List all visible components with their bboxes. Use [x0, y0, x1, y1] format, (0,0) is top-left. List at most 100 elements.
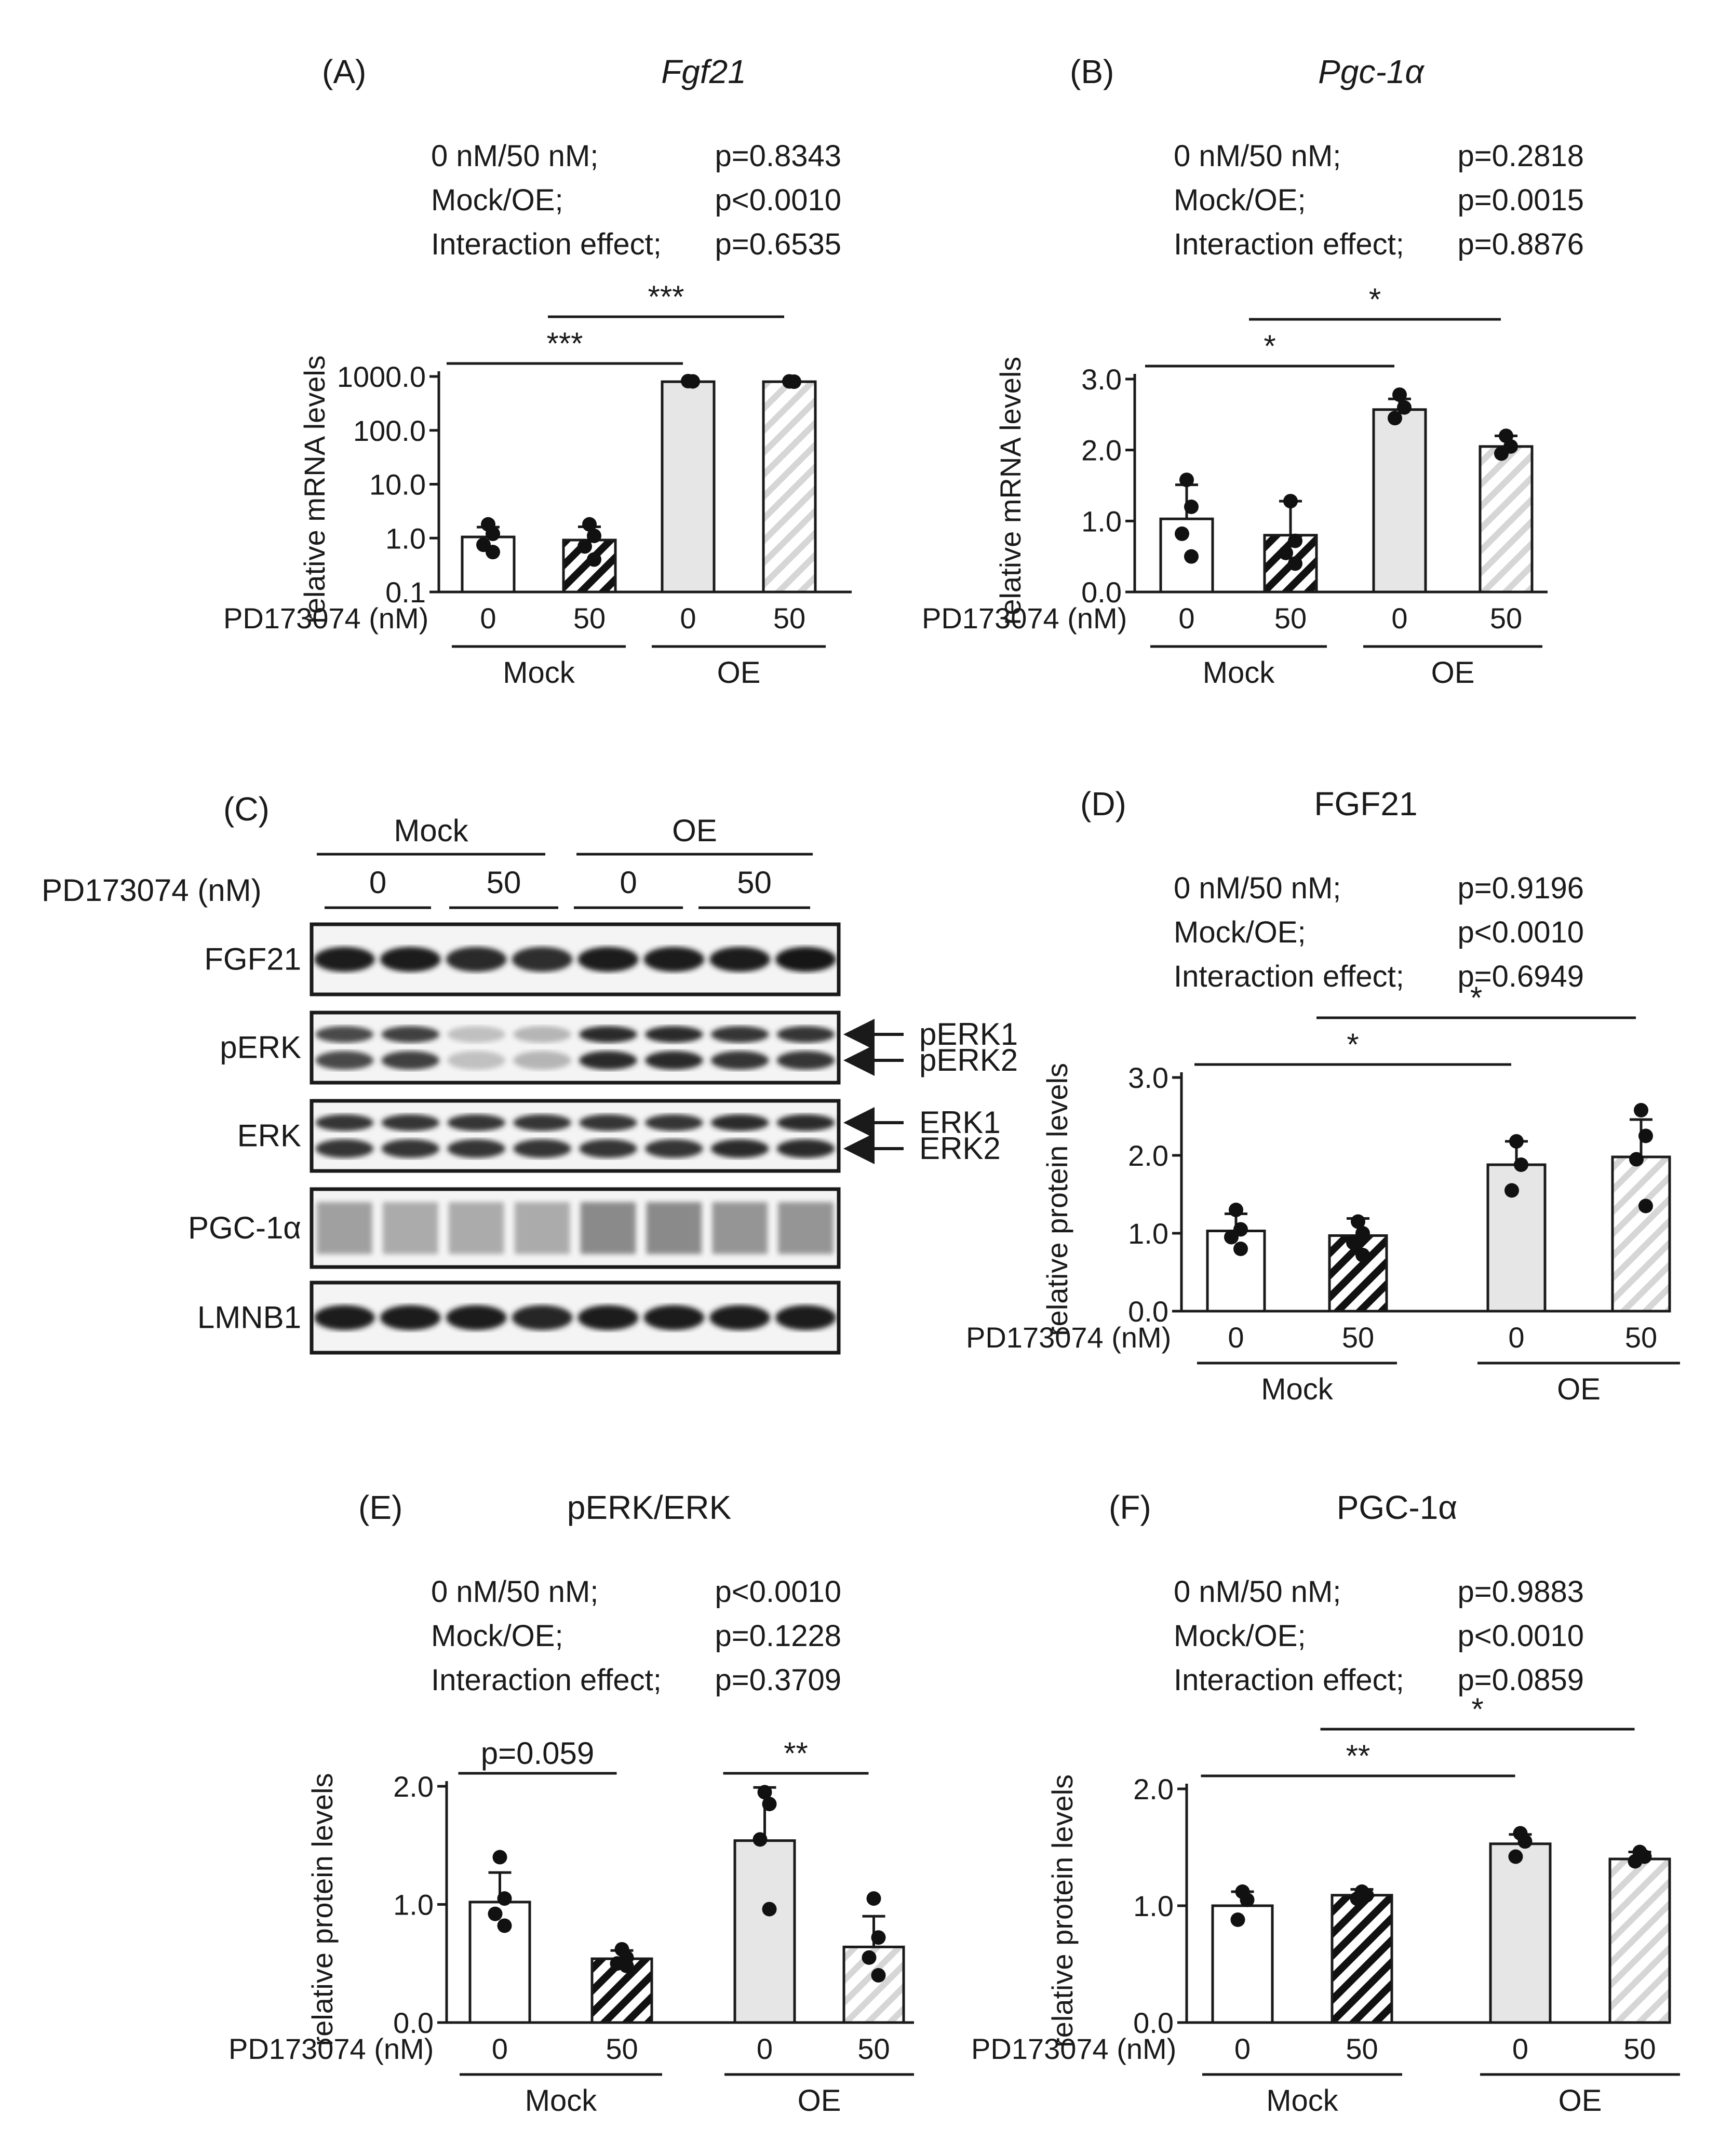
blot-band — [579, 1051, 637, 1070]
group-label: OE — [717, 656, 761, 690]
data-point — [497, 1918, 512, 1933]
x-tick-label: 50 — [1346, 2032, 1378, 2065]
data-point — [1175, 526, 1189, 541]
data-point — [497, 1891, 512, 1906]
blot-band — [579, 1139, 637, 1158]
x-tick-label: 0 — [757, 2032, 773, 2065]
blot-group-label: Mock — [394, 813, 468, 848]
group-label: OE — [798, 2084, 841, 2118]
data-point — [1388, 411, 1402, 426]
chart-title: Fgf21 — [661, 53, 746, 90]
data-point — [1350, 1891, 1365, 1906]
group-label: OE — [1558, 2084, 1602, 2118]
x-tick-label: 0 — [680, 602, 696, 635]
data-point — [1629, 1152, 1644, 1167]
blot-band — [447, 1051, 506, 1070]
blot-band — [315, 1051, 374, 1070]
y-tick-label: 1.0 — [393, 1889, 434, 1921]
data-point — [587, 552, 601, 567]
band-label: ERK1 — [919, 1105, 1001, 1140]
significance-label: * — [1369, 282, 1381, 317]
stat-pvalue: p=0.8343 — [715, 139, 841, 173]
panel-letter: (C) — [223, 790, 270, 828]
blot-protein-label: PGC-1α — [188, 1210, 301, 1245]
x-tick-label: 50 — [857, 2032, 890, 2065]
blot-band — [644, 1051, 703, 1070]
group-label: Mock — [525, 2084, 598, 2118]
panel-letter: (A) — [322, 53, 366, 90]
stat-label: Mock/OE; — [431, 1619, 563, 1653]
group-label: Mock — [1266, 2084, 1339, 2118]
x-tick-label: 50 — [606, 2032, 638, 2065]
significance-label: * — [1471, 1692, 1483, 1727]
blot-band — [643, 1305, 705, 1330]
blot-band — [513, 1114, 571, 1131]
blot-band — [579, 1114, 637, 1131]
blot-protein-label: ERK — [237, 1119, 301, 1153]
stat-label: 0 nM/50 nM; — [1174, 871, 1341, 905]
blot-band — [381, 1114, 440, 1131]
y-tick-label: 2.0 — [393, 1770, 434, 1803]
data-point — [1634, 1103, 1648, 1117]
x-tick-label: 50 — [573, 602, 606, 635]
significance-label: * — [1470, 980, 1482, 1015]
blot-band — [446, 947, 507, 972]
blot-band — [512, 1305, 573, 1330]
blot-band — [579, 1026, 637, 1043]
stat-pvalue: p=0.1228 — [715, 1619, 841, 1653]
blot-band — [712, 1202, 768, 1254]
blot-row: PGC-1α — [188, 1187, 841, 1269]
panel-letter: (E) — [358, 1489, 402, 1526]
blot-membrane — [310, 1099, 841, 1173]
x-tick-label: 50 — [1342, 1321, 1374, 1354]
band-label: ERK2 — [919, 1131, 1001, 1166]
group-label: OE — [1557, 1372, 1601, 1406]
data-point — [1288, 533, 1302, 548]
y-axis-label: relative protein levels — [1041, 1063, 1073, 1336]
blot-band — [709, 947, 771, 972]
blot-band — [514, 1202, 570, 1254]
stat-pvalue: p=0.0015 — [1457, 183, 1584, 217]
data-point — [587, 528, 601, 543]
data-point — [1517, 1834, 1533, 1849]
x-axis-title: PD173074 (nM) — [971, 2032, 1176, 2065]
blot-membrane — [310, 1010, 841, 1085]
blot-band — [775, 947, 836, 972]
data-point — [1508, 1849, 1523, 1864]
data-point — [866, 1891, 881, 1906]
blot-band — [710, 1114, 769, 1131]
bar — [1608, 1857, 1671, 2024]
significance-label: *** — [648, 279, 684, 314]
blot-band — [447, 1026, 506, 1043]
data-point — [871, 1930, 886, 1945]
data-point — [1279, 545, 1293, 560]
y-tick-label: 100.0 — [353, 414, 426, 447]
stat-label: 0 nM/50 nM; — [1174, 139, 1341, 173]
blot-treatment-label: PD173074 (nM) — [42, 873, 262, 908]
blot-band — [646, 1202, 702, 1254]
y-tick-label: 0.1 — [385, 576, 426, 609]
significance-label: * — [1347, 1027, 1359, 1062]
data-point — [577, 539, 592, 554]
group-label: Mock — [1261, 1372, 1334, 1406]
data-point — [757, 1785, 772, 1800]
blot-band — [513, 1026, 571, 1043]
y-tick-label: 1.0 — [1133, 1890, 1174, 1922]
significance-label: *** — [546, 326, 583, 361]
x-tick-label: 50 — [1274, 602, 1307, 635]
stat-label: 0 nM/50 nM; — [431, 139, 598, 173]
blot-band — [446, 1305, 507, 1330]
data-point — [1397, 400, 1412, 415]
data-point — [1233, 1242, 1248, 1256]
y-axis-label: relative mRNA levels — [994, 357, 1027, 625]
x-tick-label: 0 — [1178, 602, 1194, 635]
y-tick-label: 2.0 — [1128, 1139, 1168, 1172]
y-tick-label: 3.0 — [1081, 363, 1122, 396]
data-point — [1229, 1203, 1243, 1217]
x-tick-label: 0 — [480, 602, 496, 635]
